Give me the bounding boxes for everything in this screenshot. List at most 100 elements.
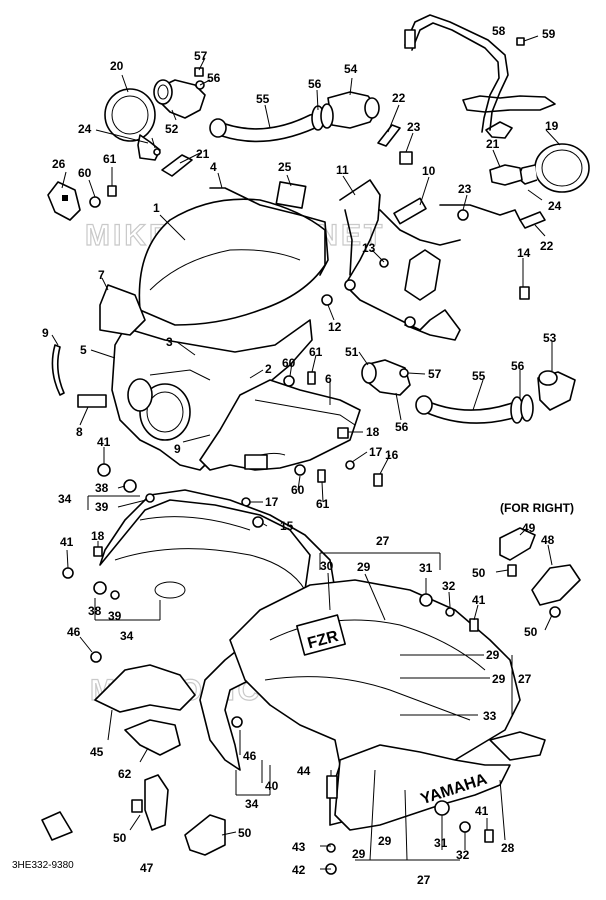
- callout-61-mid: 61: [309, 345, 323, 359]
- windscreen: [138, 198, 326, 326]
- bolt-41-top: [469, 618, 479, 632]
- callout-labels: 20 57 56 52 55 56 54 22 23 24 21 26 60 6…: [42, 24, 562, 887]
- spacer-44: [326, 775, 338, 799]
- callout-59: 59: [542, 27, 556, 41]
- callout-29-right-b: 29: [492, 672, 506, 686]
- nut-18-lower: [93, 546, 103, 557]
- callout-38-upper: 38: [95, 481, 109, 495]
- callout-10: 10: [422, 164, 436, 178]
- callout-21-left: 21: [196, 147, 210, 161]
- callout-23-right: 23: [458, 182, 472, 196]
- nut-18-mid: [337, 427, 349, 439]
- callout-8: 8: [76, 425, 83, 439]
- callout-25: 25: [278, 160, 292, 174]
- callout-29-bottom-a: 29: [352, 847, 366, 861]
- callout-15: 15: [280, 519, 294, 533]
- variant-label: (FOR RIGHT): [500, 501, 574, 515]
- air-duct-left: [153, 67, 206, 119]
- screw-24-left: [151, 137, 156, 149]
- callout-52: 52: [165, 122, 179, 136]
- callout-22-right: 22: [540, 239, 554, 253]
- callout-19: 19: [545, 119, 559, 133]
- callout-41-upper: 41: [97, 435, 111, 449]
- air-hose-upper: [209, 91, 380, 143]
- bracket-50-mid: [184, 814, 226, 856]
- callout-46-lower: 46: [243, 749, 257, 763]
- callout-23-top: 23: [407, 120, 421, 134]
- bolt-14: [519, 286, 530, 300]
- callout-20: 20: [110, 59, 124, 73]
- callout-28: 28: [501, 841, 515, 855]
- callout-9-mid: 9: [174, 442, 181, 456]
- callout-14: 14: [517, 246, 531, 260]
- callout-34-lower: 34: [245, 797, 259, 811]
- callout-18-lower: 18: [91, 529, 105, 543]
- callout-50-right-lower: 50: [524, 625, 538, 639]
- callout-48: 48: [541, 533, 555, 547]
- callout-34-upper: 34: [58, 492, 72, 506]
- bolt-41-side: [62, 567, 74, 579]
- callout-7: 7: [98, 268, 105, 282]
- callout-17-right: 17: [369, 445, 383, 459]
- callout-27-bottom: 27: [417, 873, 431, 887]
- right-mirror: [489, 143, 590, 201]
- callout-24-right: 24: [548, 199, 562, 213]
- callout-57-right: 57: [428, 367, 442, 381]
- callout-4: 4: [210, 160, 217, 174]
- callout-3: 3: [166, 335, 173, 349]
- callout-27-right: 27: [518, 672, 532, 686]
- callout-31-bottom: 31: [434, 836, 448, 850]
- washer-60-mid: [283, 375, 295, 387]
- under-cowl-nose: YAMAHA: [334, 744, 511, 831]
- left-mirror: [104, 88, 161, 161]
- callout-39-lower: 39: [108, 609, 122, 623]
- callout-34-mid: 34: [120, 629, 134, 643]
- callout-26: 26: [52, 157, 66, 171]
- callout-1: 1: [153, 201, 160, 215]
- stay-4: [209, 187, 329, 276]
- mirror-stay-bracket: [404, 14, 556, 139]
- grommet-22-top: [377, 124, 401, 147]
- callout-9-left: 9: [42, 326, 49, 340]
- screw-16: [373, 473, 383, 487]
- nut-23-right: [457, 209, 469, 221]
- callout-32-top: 32: [442, 579, 456, 593]
- callout-13: 13: [362, 241, 376, 255]
- washer-32-top: [445, 607, 455, 617]
- callout-46-left: 46: [67, 625, 81, 639]
- bolt-61-lower: [317, 469, 326, 483]
- bracket-26: [47, 181, 81, 221]
- callout-45: 45: [90, 745, 104, 759]
- callout-42: 42: [292, 863, 306, 877]
- callout-49: 49: [522, 521, 536, 535]
- grommet-31-top: [419, 593, 433, 607]
- collar-38-lower: [93, 581, 107, 595]
- callout-50-lower-mid: 50: [238, 826, 252, 840]
- side-molding-9-left: [51, 344, 65, 396]
- callout-11: 11: [336, 163, 349, 177]
- washer-43: [326, 843, 336, 853]
- callout-27-top: 27: [376, 534, 390, 548]
- callout-24-left: 24: [78, 122, 92, 136]
- fin-tag: [41, 811, 73, 841]
- callout-57-top: 57: [194, 49, 208, 63]
- callout-39-upper: 39: [95, 500, 109, 514]
- callout-44: 44: [297, 764, 311, 778]
- callout-43: 43: [292, 840, 306, 854]
- nut-17-right: [345, 460, 355, 470]
- callout-54: 54: [344, 62, 358, 76]
- bolt-61-mid: [307, 371, 316, 385]
- callout-29-right-a: 29: [486, 648, 500, 662]
- callout-55-right: 55: [472, 369, 486, 383]
- bracket-50-left: [144, 774, 169, 831]
- bolt-50-right-lower: [549, 606, 561, 618]
- washer-39: [145, 493, 155, 503]
- washer-60-lower: [294, 464, 306, 476]
- callout-22-top: 22: [392, 91, 406, 105]
- callout-32-bottom: 32: [456, 848, 470, 862]
- bracket-48: [531, 564, 581, 606]
- callout-30: 30: [320, 559, 334, 573]
- label-25: [275, 181, 307, 209]
- callout-5: 5: [80, 343, 87, 357]
